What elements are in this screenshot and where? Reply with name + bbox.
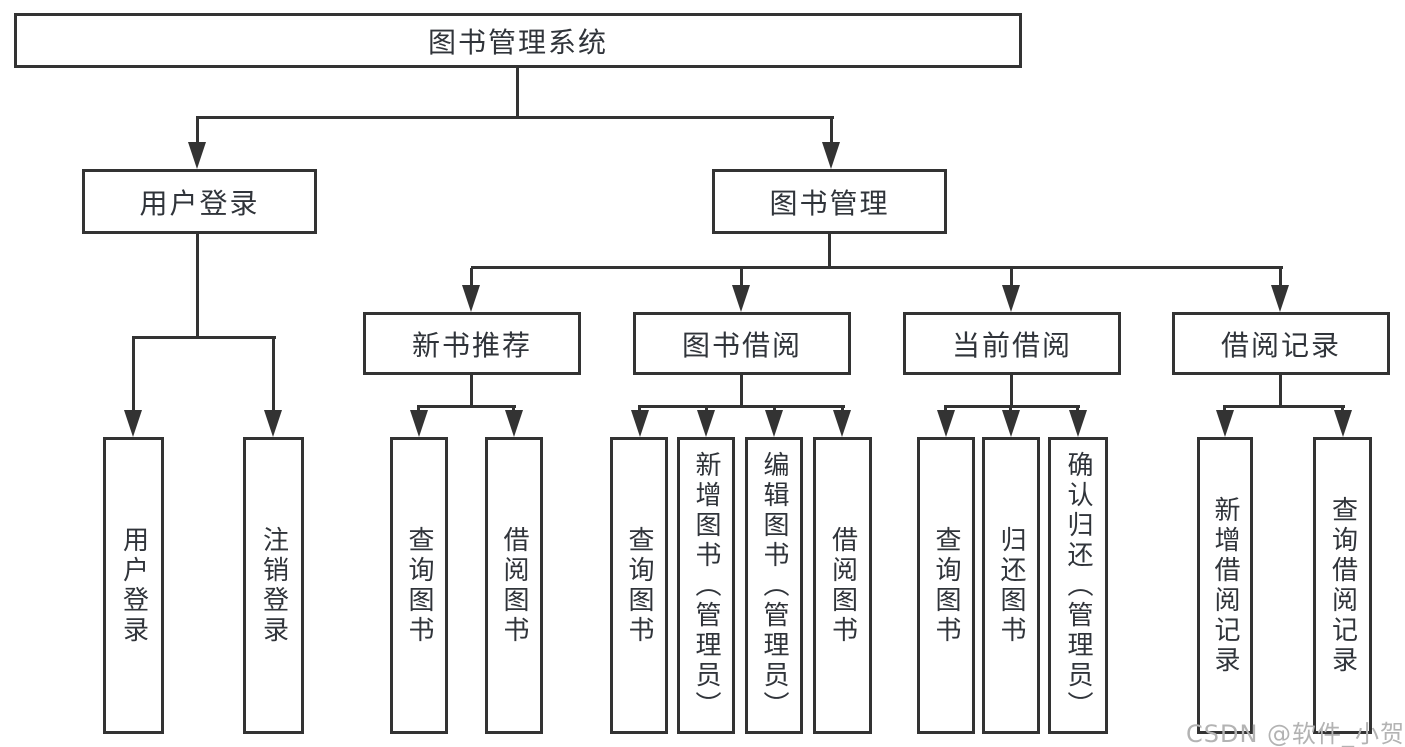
leaf-user-login: 用户登录 <box>103 437 164 734</box>
leaf-borrow-books-borrowing-label: 借阅图书 <box>827 525 858 646</box>
arrow-down-icon <box>505 410 523 437</box>
connector-newbook-stem <box>470 375 473 407</box>
arrow-down-icon <box>264 410 282 437</box>
connector-manage-shaft-4 <box>1279 268 1282 285</box>
connector-manage-shaft-3 <box>1010 268 1013 285</box>
connector-borrow-stem <box>740 375 743 407</box>
connector-manage-shaft-2 <box>740 268 743 285</box>
connector-current-shaft-1 <box>944 407 947 411</box>
connector-newbook-shaft-2 <box>512 407 515 411</box>
leaf-query-borrow-record-label: 查询借阅记录 <box>1327 495 1358 676</box>
connector-borrow-shaft-1 <box>638 407 641 411</box>
arrow-down-icon <box>631 410 649 437</box>
arrow-down-icon <box>1334 410 1352 437</box>
connector-manage-shaft-1 <box>470 268 473 285</box>
arrow-down-icon <box>765 410 783 437</box>
leaf-query-books-recommend-label: 查询图书 <box>404 525 434 646</box>
watermark: CSDN @软件_小贺同学 <box>1186 720 1405 747</box>
node-book-management-label: 图书管理 <box>769 186 890 220</box>
arrow-down-icon <box>732 285 750 312</box>
leaf-add-borrow-record-label: 新增借阅记录 <box>1210 495 1240 676</box>
leaf-logout: 注销登录 <box>243 437 304 734</box>
leaf-user-login-label: 用户登录 <box>118 525 149 646</box>
leaf-edit-book-admin: 编辑图书（管理员） <box>745 437 803 734</box>
connector-current-stem <box>1010 375 1013 407</box>
leaf-confirm-return-admin: 确认归还（管理员） <box>1048 437 1108 734</box>
arrow-down-icon <box>1216 410 1234 437</box>
node-user-login-label: 用户登录 <box>139 186 260 220</box>
leaf-edit-book-admin-label: 编辑图书（管理员） <box>759 450 789 721</box>
node-borrowing-records-label: 借阅记录 <box>1220 328 1341 362</box>
leaf-borrow-books-recommend: 借阅图书 <box>485 437 543 734</box>
leaf-confirm-return-admin-label: 确认归还（管理员） <box>1063 450 1093 721</box>
connector-borrow-shaft-4 <box>841 407 844 411</box>
connector-records-hline <box>1223 405 1345 408</box>
connector-borrow-shaft-3 <box>773 407 776 411</box>
connector-manage-stem <box>828 234 831 268</box>
leaf-query-books-current-label: 查询图书 <box>931 525 961 646</box>
connector-login-hline <box>132 336 276 339</box>
connector-current-hline <box>944 405 1080 408</box>
connector-root-left-shaft <box>196 118 199 142</box>
connector-login-stem <box>196 234 199 338</box>
leaf-borrow-books-recommend-label: 借阅图书 <box>499 525 529 646</box>
leaf-query-books-borrowing-label: 查询图书 <box>624 525 654 646</box>
leaf-add-book-admin-label: 新增图书（管理员） <box>691 450 721 721</box>
connector-root-stem <box>516 68 519 118</box>
connector-root-right-shaft <box>830 118 833 142</box>
node-book-borrowing: 图书借阅 <box>633 312 851 375</box>
arrow-down-icon <box>124 410 142 437</box>
arrow-down-icon <box>697 410 715 437</box>
node-user-login: 用户登录 <box>82 169 317 234</box>
arrow-down-icon <box>1002 410 1020 437</box>
connector-records-stem <box>1279 375 1282 407</box>
connector-newbook-shaft-1 <box>417 407 420 411</box>
leaf-query-books-borrowing: 查询图书 <box>610 437 668 734</box>
node-book-management: 图书管理 <box>712 169 947 234</box>
arrow-down-icon <box>1002 285 1020 312</box>
node-library-system: 图书管理系统 <box>14 13 1022 68</box>
leaf-query-books-current: 查询图书 <box>917 437 975 734</box>
node-book-borrowing-label: 图书借阅 <box>681 328 802 362</box>
connector-records-shaft-2 <box>1341 407 1344 411</box>
arrow-down-icon <box>822 142 840 169</box>
leaf-logout-label: 注销登录 <box>258 525 289 646</box>
leaf-add-borrow-record: 新增借阅记录 <box>1197 437 1253 734</box>
arrow-down-icon <box>937 410 955 437</box>
node-borrowing-records: 借阅记录 <box>1172 312 1390 375</box>
connector-borrow-shaft-2 <box>705 407 708 411</box>
arrow-down-icon <box>1069 410 1087 437</box>
leaf-return-book-label: 归还图书 <box>996 525 1026 646</box>
leaf-query-books-recommend: 查询图书 <box>390 437 448 734</box>
node-new-book-recommend-label: 新书推荐 <box>411 328 532 362</box>
arrow-down-icon <box>188 142 206 169</box>
connector-login-left-shaft <box>132 338 135 410</box>
connector-manage-hline <box>471 266 1283 269</box>
connector-root-hline <box>196 116 834 119</box>
leaf-borrow-books-borrowing: 借阅图书 <box>813 437 872 734</box>
connector-records-shaft-1 <box>1223 407 1226 411</box>
connector-current-shaft-3 <box>1076 407 1079 411</box>
connector-newbook-hline <box>417 405 516 408</box>
arrow-down-icon <box>833 410 851 437</box>
node-library-system-label: 图书管理系统 <box>427 25 608 59</box>
leaf-return-book: 归还图书 <box>982 437 1040 734</box>
arrow-down-icon <box>1271 285 1289 312</box>
connector-current-shaft-2 <box>1009 407 1012 411</box>
node-current-borrowing-label: 当前借阅 <box>951 328 1072 362</box>
node-current-borrowing: 当前借阅 <box>903 312 1121 375</box>
leaf-query-borrow-record: 查询借阅记录 <box>1313 437 1372 734</box>
arrow-down-icon <box>410 410 428 437</box>
leaf-add-book-admin: 新增图书（管理员） <box>677 437 735 734</box>
connector-borrow-hline <box>638 405 845 408</box>
connector-login-right-shaft <box>272 338 275 410</box>
arrow-down-icon <box>462 285 480 312</box>
node-new-book-recommend: 新书推荐 <box>363 312 581 375</box>
